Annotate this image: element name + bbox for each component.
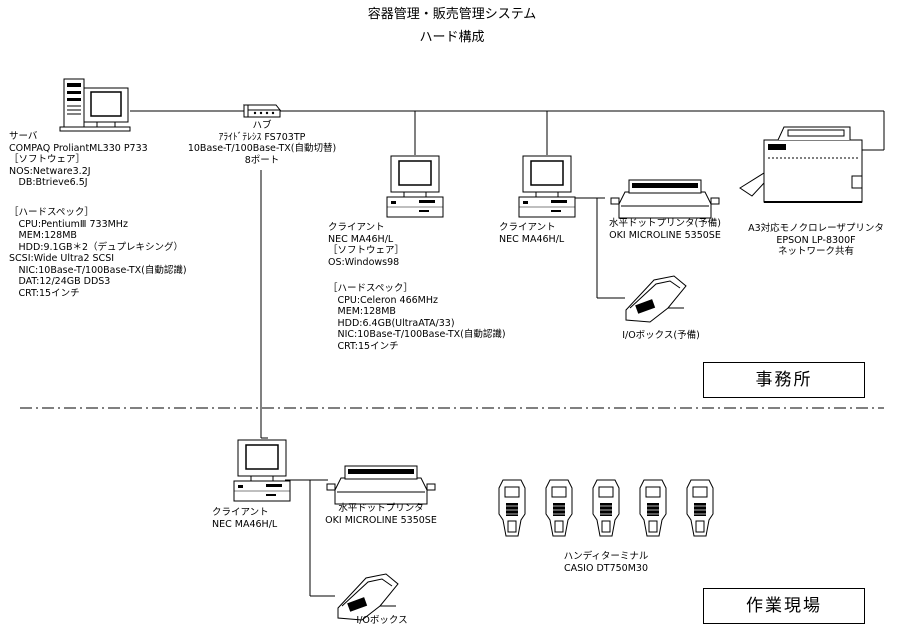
server-spec-line: DAT:12/24GB DDS3 bbox=[9, 276, 111, 287]
server-label: サーバ COMPAQ ProliantML330 P733 ［ソフトウェア］ N… bbox=[9, 131, 148, 189]
handy-terminal-icon bbox=[545, 479, 573, 537]
printer-office-label: 水平ドットプリンタ(予備) OKI MICROLINE 5350SE bbox=[609, 218, 721, 241]
server-spec-line: NIC:10Base-T/100Base-TX(自動認識) bbox=[9, 264, 187, 276]
handy-terminal-icon bbox=[498, 479, 526, 537]
server-icon bbox=[59, 78, 131, 132]
io-box-office-icon bbox=[625, 275, 687, 323]
server-spec-line: SCSI:Wide Ultra2 SCSI bbox=[9, 253, 115, 264]
server-spec: ［ハードスペック］ CPU:PentiumⅢ 733MHz MEM:128MB … bbox=[9, 207, 187, 299]
diagram-subtitle: ハード構成 bbox=[419, 30, 485, 45]
client-label-line: NEC MA46H/L bbox=[212, 518, 278, 530]
server-spec-line: ［ハードスペック］ bbox=[9, 207, 94, 218]
server-label-line: ［ソフトウェア］ bbox=[9, 154, 86, 165]
laser-printer-label-line: ネットワーク共有 bbox=[777, 246, 855, 257]
client-site-pc-icon bbox=[233, 439, 291, 502]
client-spec-line: NIC:10Base-T/100Base-TX(自動認識) bbox=[328, 329, 506, 340]
printer-label-line: 水平ドットプリンタ(予備) bbox=[609, 218, 721, 229]
dot-printer-site-icon bbox=[326, 465, 436, 505]
printer-site-label: 水平ドットプリンタ OKI MICROLINE 5350SE bbox=[325, 503, 437, 526]
hub-label-line: ｱﾗｲﾄﾞﾃﾚｼｽ FS703TP bbox=[218, 131, 306, 143]
printer-label-line: 水平ドットプリンタ bbox=[338, 503, 424, 514]
client-label-line: クライアント bbox=[499, 222, 556, 233]
server-spec-line: CRT:15インチ bbox=[9, 287, 80, 299]
diagram-title: 容器管理・販売管理システム bbox=[367, 7, 537, 22]
client-site-label: クライアント NEC MA46H/L bbox=[212, 507, 277, 530]
server-label-line: NOS:Netware3.2J bbox=[9, 165, 91, 177]
laser-printer-label-line: EPSON LP-8300F bbox=[776, 234, 856, 246]
client-label-line: クライアント bbox=[328, 222, 385, 233]
client-label-line: NEC MA46H/L bbox=[499, 233, 565, 245]
handy-terminals bbox=[498, 479, 714, 537]
client-spec-line: HDD:6.4GB(UltraATA/33) bbox=[328, 317, 455, 329]
hub-icon bbox=[242, 104, 282, 118]
client-office1-pc-icon bbox=[386, 155, 444, 218]
hub-label-line: ハブ bbox=[252, 120, 272, 131]
laser-printer-label-line: A3対応モノクロレーザプリンタ bbox=[748, 223, 884, 234]
hub-label-line: 10Base-T/100Base-TX(自動切替) bbox=[187, 143, 337, 154]
handy-terminal-label: ハンディターミナル CASIO DT750M30 bbox=[564, 551, 649, 574]
client-office2-label: クライアント NEC MA46H/L bbox=[499, 222, 564, 245]
server-label-line: サーバ bbox=[9, 131, 38, 142]
server-label-line: DB:Btrieve6.5J bbox=[9, 177, 88, 188]
client-label-line: ［ソフトウェア］ bbox=[328, 245, 405, 256]
server-spec-line: HDD:9.1GB＊2（デュプレキシング） bbox=[9, 241, 184, 253]
io-box-office-label: I/Oボックス(予備) bbox=[622, 330, 700, 341]
printer-label-line: OKI MICROLINE 5350SE bbox=[325, 514, 437, 526]
client-office2-pc-icon bbox=[518, 155, 576, 218]
client-spec-line: MEM:128MB bbox=[328, 306, 396, 317]
client-office1-spec: ［ハードスペック］ CPU:Celeron 466MHz MEM:128MB H… bbox=[328, 283, 506, 352]
client-spec-line: ［ハードスペック］ bbox=[328, 283, 413, 294]
client-spec-line: CRT:15インチ bbox=[328, 340, 399, 352]
laser-printer-icon bbox=[739, 126, 863, 203]
printer-label-line: OKI MICROLINE 5350SE bbox=[609, 229, 721, 241]
client-office1-label: クライアント NEC MA46H/L ［ソフトウェア］ OS:Windows98 bbox=[328, 222, 404, 268]
handy-label-line: ハンディターミナル bbox=[563, 551, 649, 562]
handy-terminal-icon bbox=[592, 479, 620, 537]
handy-terminal-icon bbox=[639, 479, 667, 537]
area-site: 作業現場 bbox=[703, 588, 865, 624]
server-spec-line: CPU:PentiumⅢ 733MHz bbox=[9, 218, 128, 230]
dot-printer-office-icon bbox=[610, 179, 720, 219]
io-box-site-icon bbox=[337, 573, 399, 621]
hub-label-line: 8ポート bbox=[244, 154, 280, 166]
server-spec-line: MEM:128MB bbox=[9, 230, 77, 241]
laser-printer-label: A3対応モノクロレーザプリンタ EPSON LP-8300F ネットワーク共有 bbox=[748, 223, 884, 258]
handy-terminal-icon bbox=[686, 479, 714, 537]
area-office: 事務所 bbox=[703, 362, 865, 398]
hub-label: ハブ ｱﾗｲﾄﾞﾃﾚｼｽ FS703TP 10Base-T/100Base-TX… bbox=[188, 120, 336, 166]
client-label-line: OS:Windows98 bbox=[328, 256, 400, 268]
client-label-line: クライアント bbox=[212, 507, 269, 518]
client-label-line: NEC MA46H/L bbox=[328, 233, 394, 245]
io-box-site-label: I/Oボックス bbox=[356, 615, 408, 626]
handy-label-line: CASIO DT750M30 bbox=[564, 562, 648, 574]
client-spec-line: CPU:Celeron 466MHz bbox=[328, 294, 439, 306]
server-label-line: COMPAQ ProliantML330 P733 bbox=[9, 142, 148, 154]
